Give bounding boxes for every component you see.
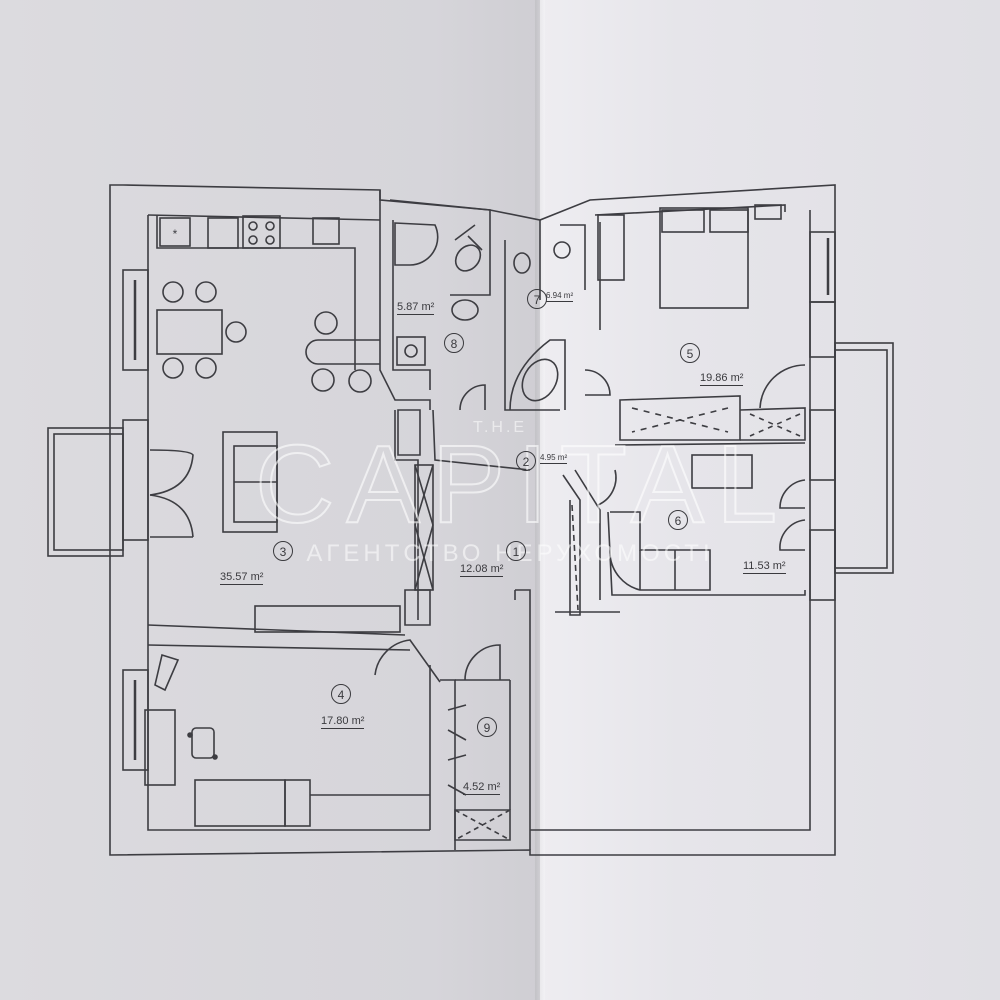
- paper-left-page: [0, 0, 540, 1000]
- bedroom-6-furniture: [555, 442, 806, 616]
- room-3-number: 3: [273, 541, 293, 561]
- bedroom-5-furniture: [594, 204, 806, 441]
- room-7-area: 6.94 m²: [546, 291, 574, 302]
- wardrobe-9: [440, 679, 511, 850]
- room-8-area: 5.87 m²: [397, 301, 435, 315]
- room-8-number: 8: [444, 333, 464, 353]
- room-5-number: 5: [680, 343, 700, 363]
- bathroom-7-fixtures: [504, 220, 611, 411]
- study-furniture: [144, 653, 431, 830]
- bar-counter: [305, 311, 380, 393]
- room-5-area: 19.86 m²: [700, 372, 744, 386]
- svg-text:*: *: [173, 227, 178, 241]
- room-9-area: 4.52 m²: [463, 781, 501, 795]
- hallway-doors: [374, 639, 501, 683]
- room-4-area: 17.80 m²: [321, 715, 365, 729]
- outer-walls: [109, 184, 836, 856]
- kitchen-counters: *: [156, 215, 356, 370]
- right-balcony: [834, 342, 894, 574]
- room-7-number: 7: [527, 289, 547, 309]
- sofa: [222, 431, 278, 533]
- room-2-number: 2: [516, 451, 536, 471]
- structural-column: [414, 464, 434, 591]
- paper-right-page: [540, 0, 1000, 1000]
- room-6-number: 6: [668, 510, 688, 530]
- bathroom-8-fixtures: [389, 199, 491, 411]
- right-wall-segments: [809, 231, 836, 601]
- dining-table: [156, 281, 247, 379]
- room-1-area: 12.08 m²: [460, 563, 504, 577]
- left-balcony: [47, 427, 194, 557]
- tv-unit: [254, 605, 401, 633]
- room-3-area: 35.57 m²: [220, 571, 264, 585]
- room-2-area: 4.95 m²: [540, 453, 568, 464]
- page-crease: [535, 0, 545, 1000]
- room-9-number: 9: [477, 717, 497, 737]
- room-6-area: 11.53 m²: [743, 560, 786, 574]
- interior-walls: [147, 190, 531, 850]
- left-wall-segments: [122, 269, 149, 771]
- room-1-number: 1: [506, 541, 526, 561]
- room-4-number: 4: [331, 684, 351, 704]
